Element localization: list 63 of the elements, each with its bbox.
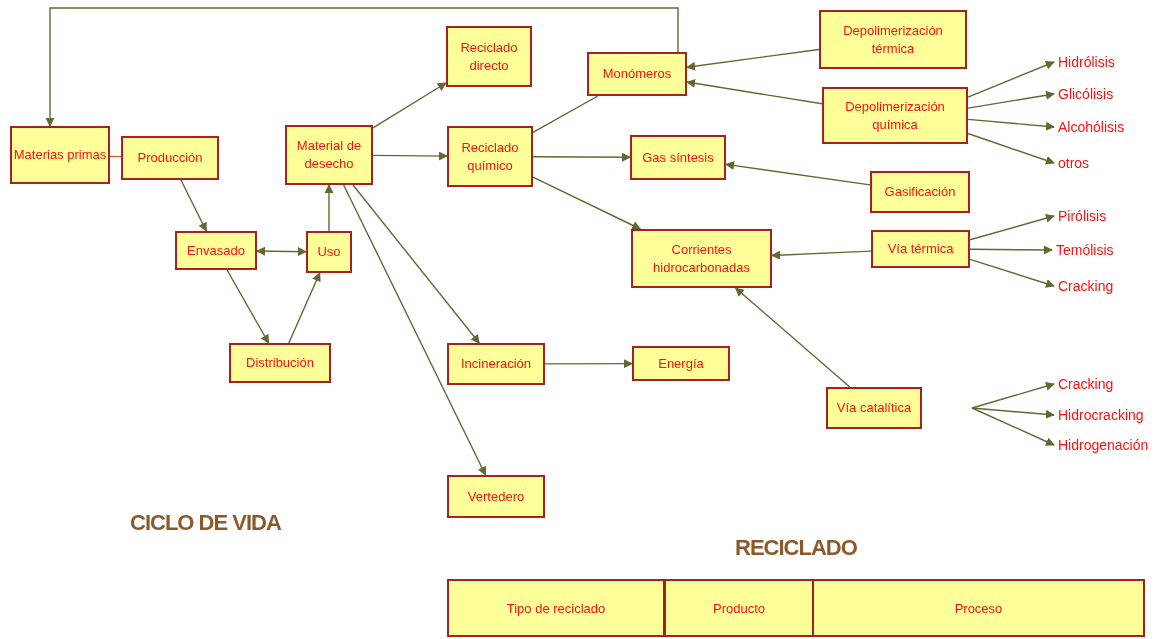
arrow xyxy=(725,161,871,186)
arrow xyxy=(969,258,1055,288)
process-label: Hidrocracking xyxy=(1058,405,1168,425)
arrow xyxy=(544,359,633,369)
arrow xyxy=(734,287,851,388)
connector-line xyxy=(532,95,599,134)
process-box: Distribución xyxy=(229,343,331,383)
arrow xyxy=(532,176,642,230)
arrow xyxy=(45,7,679,127)
process-label: Pirólisis xyxy=(1058,206,1138,226)
process-label: Glicólisis xyxy=(1058,84,1158,104)
arrow xyxy=(352,184,480,344)
process-box: Corrientes hidrocarbonadas xyxy=(631,229,772,288)
process-label: Alcohólisis xyxy=(1058,117,1163,137)
process-box: Energía xyxy=(632,346,730,381)
process-box: Monómeros xyxy=(587,52,687,96)
arrow xyxy=(372,151,448,161)
section-heading: CICLO DE VIDA xyxy=(130,510,281,536)
process-box: Depolimerización química xyxy=(822,87,968,144)
arrow xyxy=(324,184,334,232)
process-box: Reciclado químico xyxy=(447,126,533,187)
table-header-cell: Producto xyxy=(664,579,814,637)
process-box: Producción xyxy=(121,136,219,180)
arrow xyxy=(372,82,447,129)
arrow xyxy=(771,250,872,260)
arrow xyxy=(967,60,1055,98)
arrow xyxy=(971,407,1055,419)
process-box: Vertedero xyxy=(447,475,545,518)
arrow xyxy=(686,78,823,105)
process-box: Gas síntesis xyxy=(630,135,726,180)
process-box: Uso xyxy=(306,231,352,273)
process-box: Envasado xyxy=(175,231,257,270)
process-label: Hidrogenación xyxy=(1058,435,1170,455)
table-header-cell: Tipo de reciclado xyxy=(447,579,665,637)
process-box: Depolimerización térmica xyxy=(819,10,967,69)
process-box: Incineración xyxy=(447,343,545,385)
process-label: otros xyxy=(1058,153,1118,173)
arrow xyxy=(971,407,1055,446)
process-label: Cracking xyxy=(1058,374,1138,394)
arrow xyxy=(180,179,207,232)
arrow xyxy=(342,184,487,476)
arrow xyxy=(532,152,631,162)
arrow xyxy=(971,381,1055,409)
process-box: Vía catalítica xyxy=(826,387,922,429)
process-box: Gasificación xyxy=(870,171,970,213)
arrow xyxy=(967,132,1055,165)
arrow xyxy=(226,269,270,344)
process-label: Cracking xyxy=(1058,276,1138,296)
process-box: Materias primas xyxy=(10,126,110,184)
process-box: Material de desecho xyxy=(285,125,373,185)
table-header-cell: Proceso xyxy=(812,579,1145,637)
process-label: Hidrólisis xyxy=(1058,52,1158,72)
arrow xyxy=(969,245,1053,255)
arrow xyxy=(686,48,820,71)
arrow xyxy=(969,213,1055,241)
arrow xyxy=(967,118,1055,131)
process-box: Vía térmica xyxy=(871,230,970,268)
arrow xyxy=(256,246,307,257)
arrow xyxy=(967,90,1055,109)
process-label: Temólisis xyxy=(1056,240,1136,260)
arrow xyxy=(288,272,321,344)
process-box: Reciclado directo xyxy=(446,26,532,87)
section-heading: RECICLADO xyxy=(735,535,857,561)
